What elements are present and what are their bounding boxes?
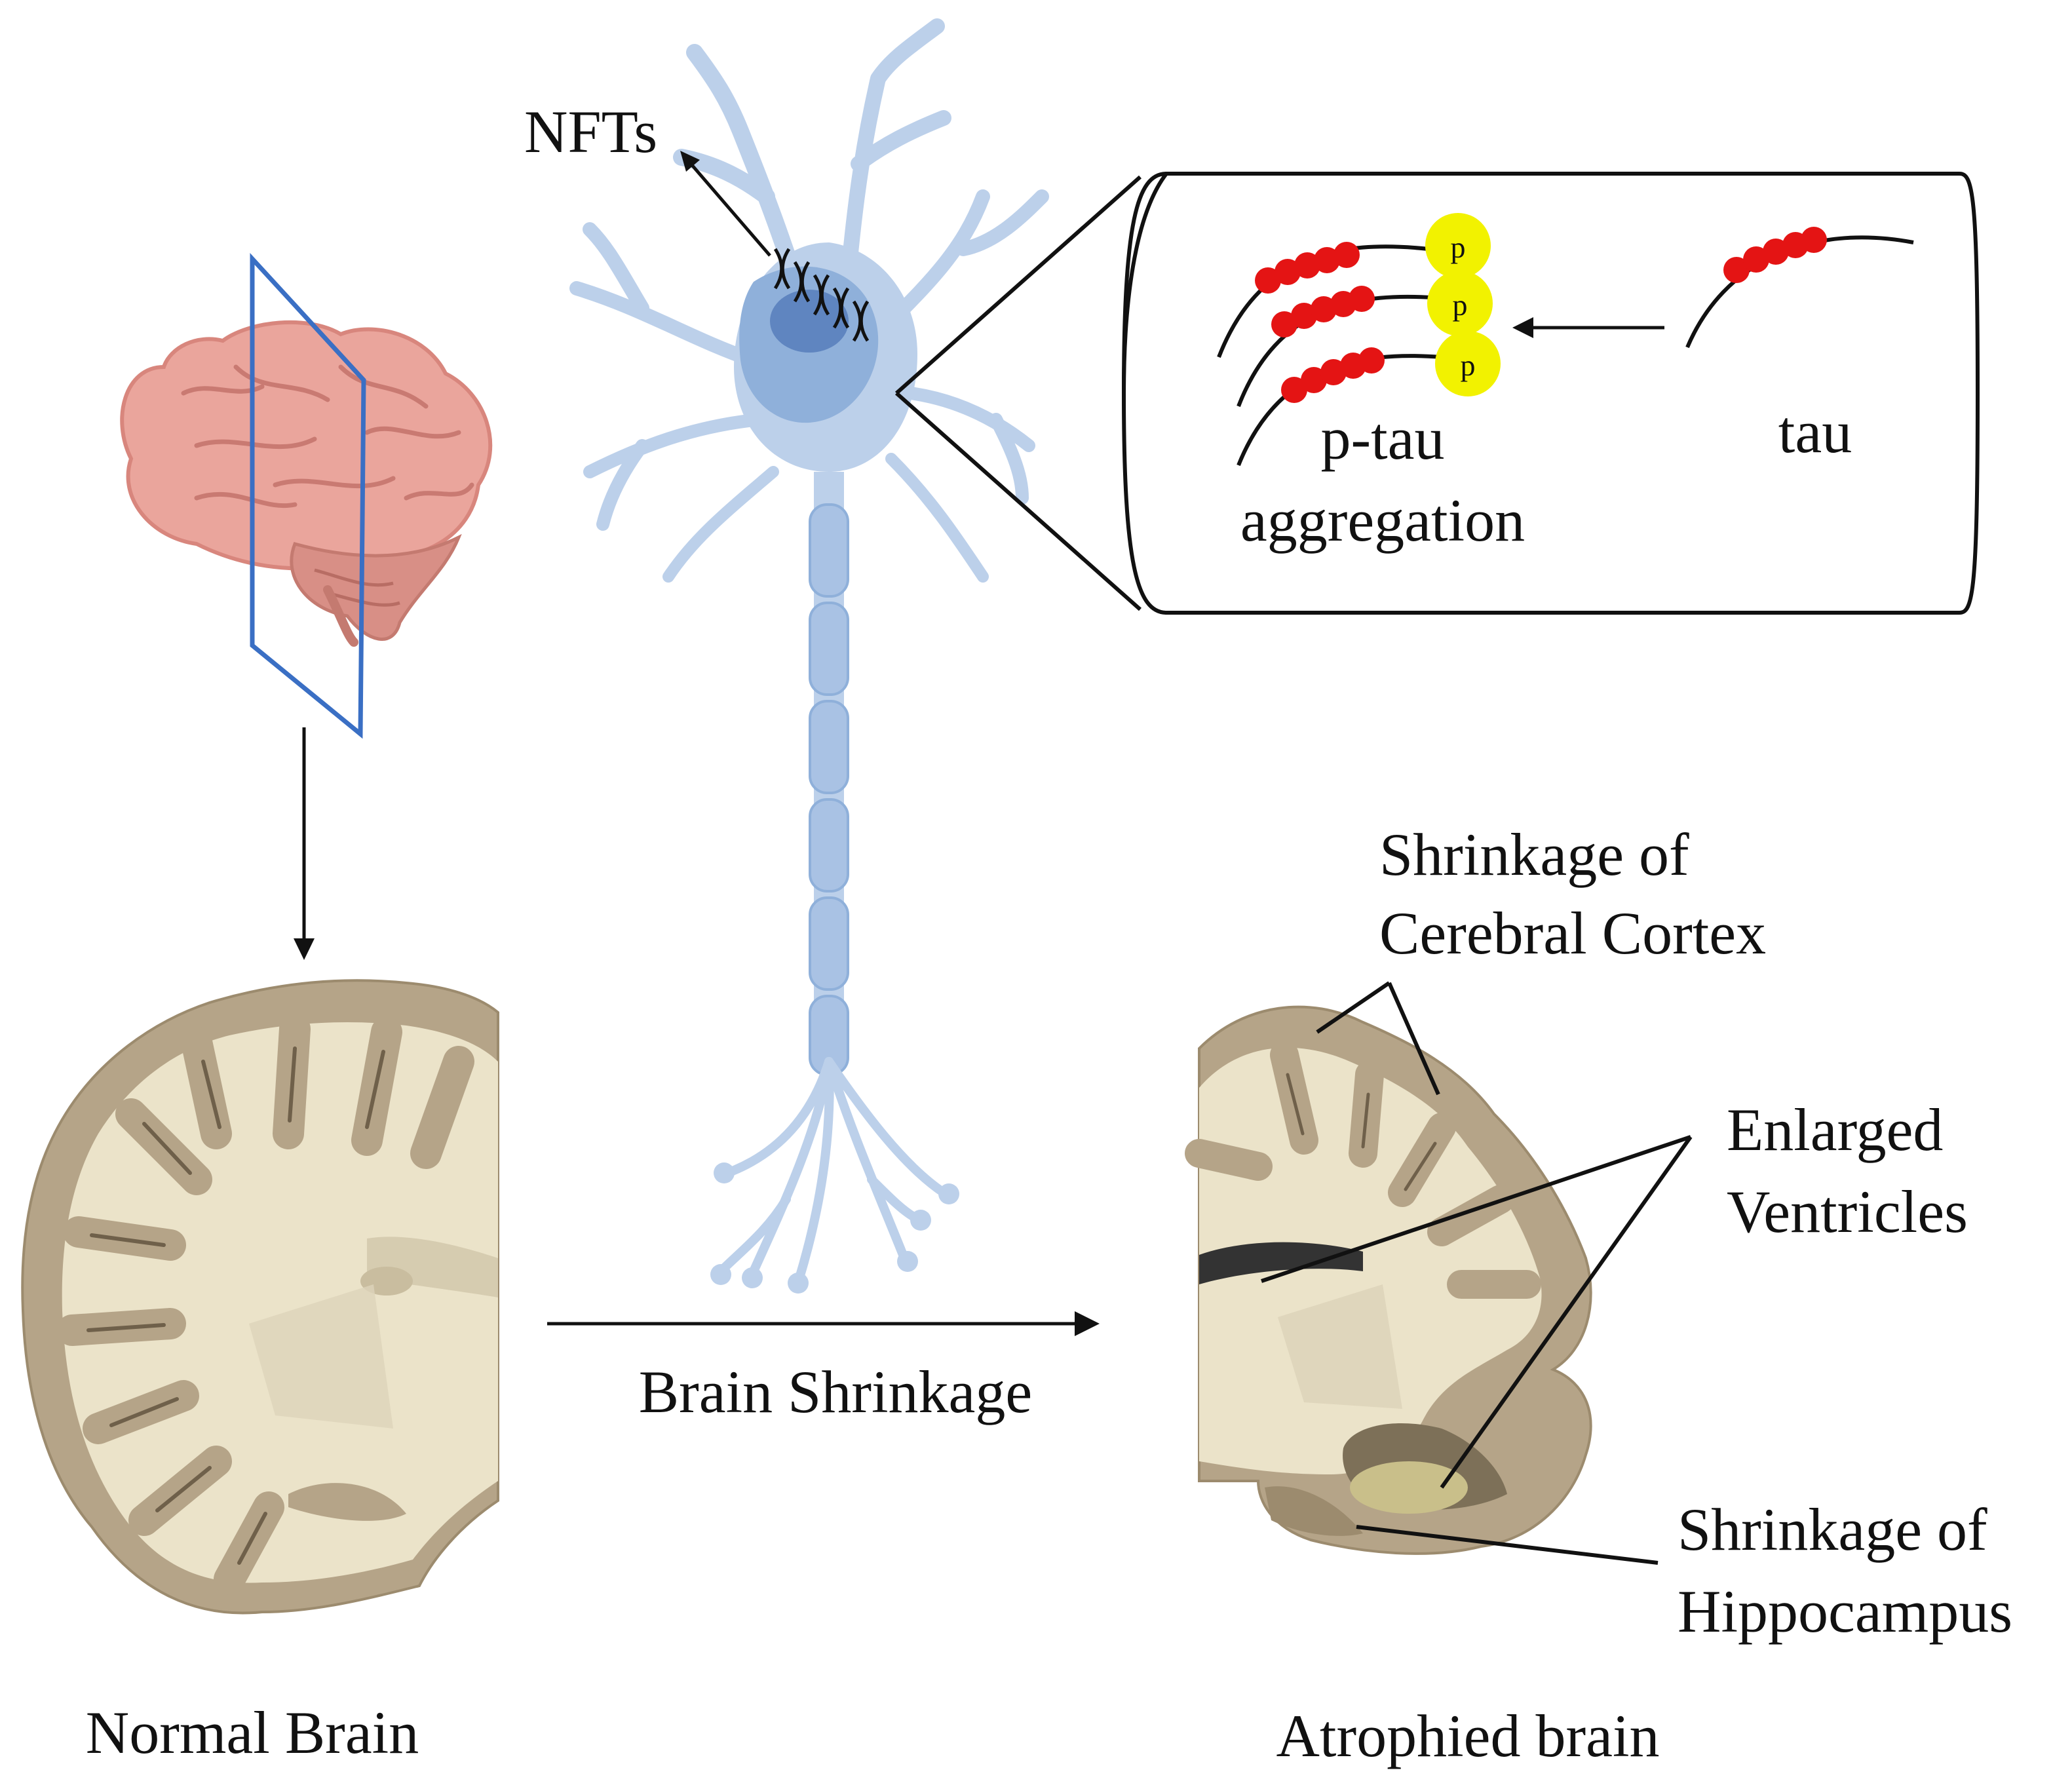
p-tau-strands [1217, 242, 1442, 467]
zoom-callout [895, 172, 1980, 615]
phospho-label: p [1451, 231, 1466, 264]
ventricles-label-line1: Enlarged [1727, 1096, 1943, 1163]
cortex-label-line1: Shrinkage of [1379, 821, 1689, 888]
brain-shrinkage-label: Brain Shrinkage [639, 1358, 1032, 1425]
normal-brain-slice [21, 979, 499, 1615]
phospho-marker [1427, 271, 1493, 336]
phospho-label: p [1461, 349, 1476, 382]
brain-3d-illustration [120, 253, 493, 739]
nfts-label: NFTs [524, 98, 657, 165]
atrophied-brain-slice [1185, 1005, 1592, 1555]
cortex-label-line2: Cerebral Cortex [1379, 900, 1766, 967]
atrophied-brain-caption: Atrophied brain [1276, 1702, 1659, 1769]
p-tau-label-line1: p-tau [1320, 405, 1444, 472]
neuron-illustration [569, 18, 1049, 1294]
hippocampus-label-line1: Shrinkage of [1678, 1496, 1987, 1563]
atrophy-annotation-lines [1261, 981, 1693, 1565]
phospho-label: p [1453, 288, 1468, 322]
phospho-marker [1435, 331, 1501, 396]
tau-label: tau [1778, 398, 1852, 465]
section-plane [250, 253, 366, 739]
normal-brain-caption: Normal Brain [86, 1699, 419, 1766]
hippocampus-label-line2: Hippocampus [1678, 1578, 2012, 1645]
phospho-groups: p p p [1425, 213, 1501, 396]
nft-tangles [773, 248, 870, 342]
p-tau-label-line2: aggregation [1240, 487, 1525, 554]
tau-to-ptau-arrow [1512, 317, 1664, 338]
brain-shrinkage-arrow [547, 1311, 1100, 1336]
tau-strand [1685, 227, 1914, 349]
down-arrow [294, 727, 315, 960]
nfts-annotation: NFTs [524, 98, 771, 257]
ventricles-label-line2: Ventricles [1727, 1178, 1968, 1245]
phospho-marker [1425, 213, 1491, 278]
